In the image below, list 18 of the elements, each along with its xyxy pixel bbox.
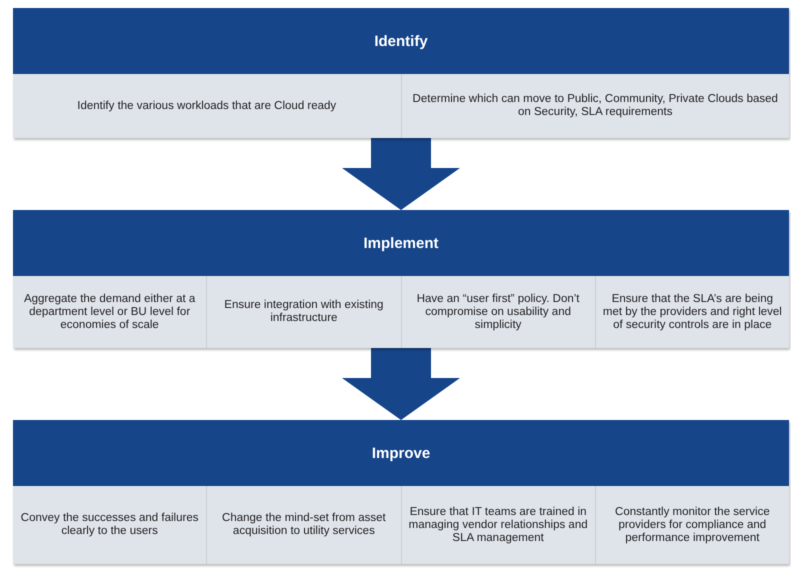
stage-header: Improve: [13, 420, 789, 486]
block-arrow: [342, 138, 460, 210]
step-card: Ensure that the SLA’s are being met by the providers and right level of security controls are in place: [596, 276, 789, 348]
step-card: Ensure integration with existing infrastructure: [207, 276, 402, 348]
step-card: Ensure that IT teams are trained in managing vendor relationships and SLA management: [402, 486, 596, 564]
step-card: Determine which can move to Public, Community, Private Clouds based on Security, SLA requirements: [402, 74, 789, 138]
stage-header: Implement: [13, 210, 789, 276]
stage-panel: [13, 420, 789, 564]
step-card: Have an “user first” policy. Don’t compromise on usability and simplicity: [402, 276, 596, 348]
stage-panel: [13, 210, 789, 348]
step-card: Change the mind-set from asset acquisition to utility services: [207, 486, 402, 564]
step-card: Aggregate the demand either at a department level or BU level for economies of scale: [13, 276, 208, 348]
block-arrow: [342, 348, 460, 420]
step-card: Convey the successes and failures clearly to the users: [13, 486, 208, 564]
stage-panel: [13, 8, 789, 138]
stage-header: Identify: [13, 8, 789, 74]
step-card: Constantly monitor the service providers for compliance and performance improvement: [596, 486, 789, 564]
step-card: Identify the various workloads that are Cloud ready: [13, 74, 402, 138]
